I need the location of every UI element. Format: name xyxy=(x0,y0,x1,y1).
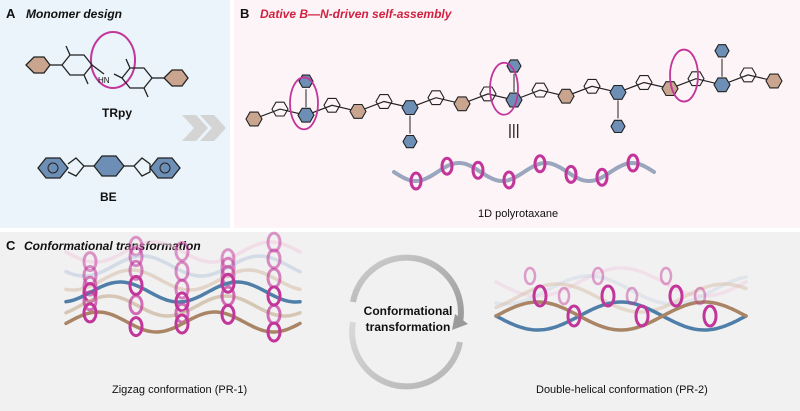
threaded-macrocycle xyxy=(289,76,319,131)
pyridine-ring-right xyxy=(163,69,189,87)
helix-ring xyxy=(600,284,616,308)
zigzag-ring xyxy=(220,303,236,325)
panel-monomer-design: A Monomer design HN TRpy BE xyxy=(0,0,230,228)
be-structure xyxy=(37,155,181,179)
zigzag-ring xyxy=(174,313,190,335)
hn-label: HN xyxy=(98,76,110,85)
helix-strand xyxy=(494,300,748,332)
zigzag-ring xyxy=(82,251,98,273)
threaded-macrocycle xyxy=(489,61,519,116)
helix-strand xyxy=(494,300,748,332)
chain-aromatic-ring xyxy=(245,111,263,127)
helix-ring-faded xyxy=(591,266,605,286)
catechol-ring-right xyxy=(149,157,181,179)
chain-aromatic-ring xyxy=(531,82,549,98)
double-helical-caption: Double-helical conformation (PR-2) xyxy=(536,384,708,396)
cartoon-ring xyxy=(440,156,454,176)
chain-aromatic-ring xyxy=(635,75,653,90)
trpy-label: TRpy xyxy=(102,106,132,120)
cartoon-ring xyxy=(533,154,547,174)
pendant-catechol-ring xyxy=(714,44,730,58)
chain-aromatic-ring xyxy=(609,84,627,100)
zigzag-strand xyxy=(64,240,302,264)
zigzag-strand xyxy=(64,310,302,334)
cartoon-ring xyxy=(626,153,640,173)
be-label: BE xyxy=(100,190,117,204)
helix-ring-faded xyxy=(693,286,707,306)
chain-aromatic-ring xyxy=(739,67,757,83)
panel-self-assembly: B Dative B—N-driven self-assembly ||| 1D… xyxy=(234,0,800,228)
threaded-macrocycle xyxy=(669,48,699,103)
pendant-catechol-ring xyxy=(506,59,522,73)
polyrotaxane-chemical-chain xyxy=(245,44,783,149)
pendant-catechol-ring xyxy=(610,119,626,134)
helix-ring-faded xyxy=(625,286,639,306)
circular-arrows-icon xyxy=(349,254,468,390)
zigzag-ring xyxy=(82,302,98,324)
chain-aromatic-ring xyxy=(765,73,783,89)
panel-b-title: Dative B—N-driven self-assembly xyxy=(260,7,452,21)
crown-ether-ring xyxy=(90,31,136,89)
helix-ring xyxy=(532,284,548,308)
chain-aromatic-ring xyxy=(687,71,705,87)
pendant-catechol-ring xyxy=(402,134,418,149)
chain-aromatic-ring xyxy=(375,94,393,109)
chain-aromatic-ring xyxy=(583,78,601,94)
chain-aromatic-ring xyxy=(401,100,419,116)
zigzag-strand xyxy=(64,294,302,318)
helix-ring xyxy=(668,284,684,308)
catechol-ring-left xyxy=(37,157,69,179)
zigzag-ring xyxy=(174,278,190,300)
zigzag-strand xyxy=(64,280,302,304)
cartoon-ring xyxy=(595,167,609,187)
chain-aromatic-ring xyxy=(427,90,445,106)
zigzag-conformation-illustration xyxy=(64,231,302,343)
zigzag-ring xyxy=(82,290,98,312)
zigzag-ring xyxy=(128,316,144,338)
panel-a-title: Monomer design xyxy=(26,7,123,21)
helix-ring-faded xyxy=(523,266,537,286)
cartoon-ring xyxy=(564,164,578,184)
panel-c-letter: C xyxy=(6,238,16,253)
equivalence-symbol: ||| xyxy=(508,122,520,139)
zigzag-ring xyxy=(128,246,144,268)
cartoon-ring xyxy=(409,171,423,191)
cartoon-axle xyxy=(392,160,656,184)
panel-conformational-transformation: C Conformational transformation Conforma… xyxy=(0,231,800,411)
helix-ring xyxy=(566,304,582,328)
zigzag-ring xyxy=(128,294,144,316)
zigzag-ring xyxy=(82,275,98,297)
chain-aromatic-ring xyxy=(349,103,367,119)
panel-a-letter: A xyxy=(6,6,16,21)
zigzag-strand xyxy=(64,254,302,278)
chain-aromatic-ring xyxy=(323,97,341,113)
zigzag-ring xyxy=(128,259,144,281)
zigzag-ring xyxy=(174,240,190,262)
zigzag-strand xyxy=(64,268,302,292)
helix-ring-faded xyxy=(659,266,673,286)
cartoon-ring xyxy=(502,170,516,190)
trpy-structure xyxy=(25,31,189,98)
zigzag-ring xyxy=(266,321,282,343)
polyrotaxane-cartoon xyxy=(392,153,656,191)
helix-strand xyxy=(494,274,748,306)
chain-aromatic-ring xyxy=(297,107,315,123)
zigzag-ring xyxy=(220,272,236,294)
transformation-label-line1: Conformational xyxy=(363,304,453,318)
cartoon-ring xyxy=(471,160,485,180)
polyrotaxane-caption: 1D polyrotaxane xyxy=(478,208,559,220)
chain-aromatic-ring xyxy=(271,101,289,117)
zigzag-ring xyxy=(174,291,190,313)
double-helical-conformation-illustration xyxy=(494,266,748,332)
zigzag-caption: Zigzag conformation (PR-1) xyxy=(112,384,248,396)
chain-aromatic-ring xyxy=(453,96,471,112)
helix-ring xyxy=(634,304,650,328)
chain-aromatic-ring xyxy=(713,77,731,93)
helix-ring xyxy=(702,304,718,328)
chain-aromatic-ring xyxy=(557,88,575,104)
panel-b-letter: B xyxy=(240,6,250,21)
helix-ring-faded xyxy=(557,286,571,306)
transformation-label-line2: transformation xyxy=(365,320,451,334)
